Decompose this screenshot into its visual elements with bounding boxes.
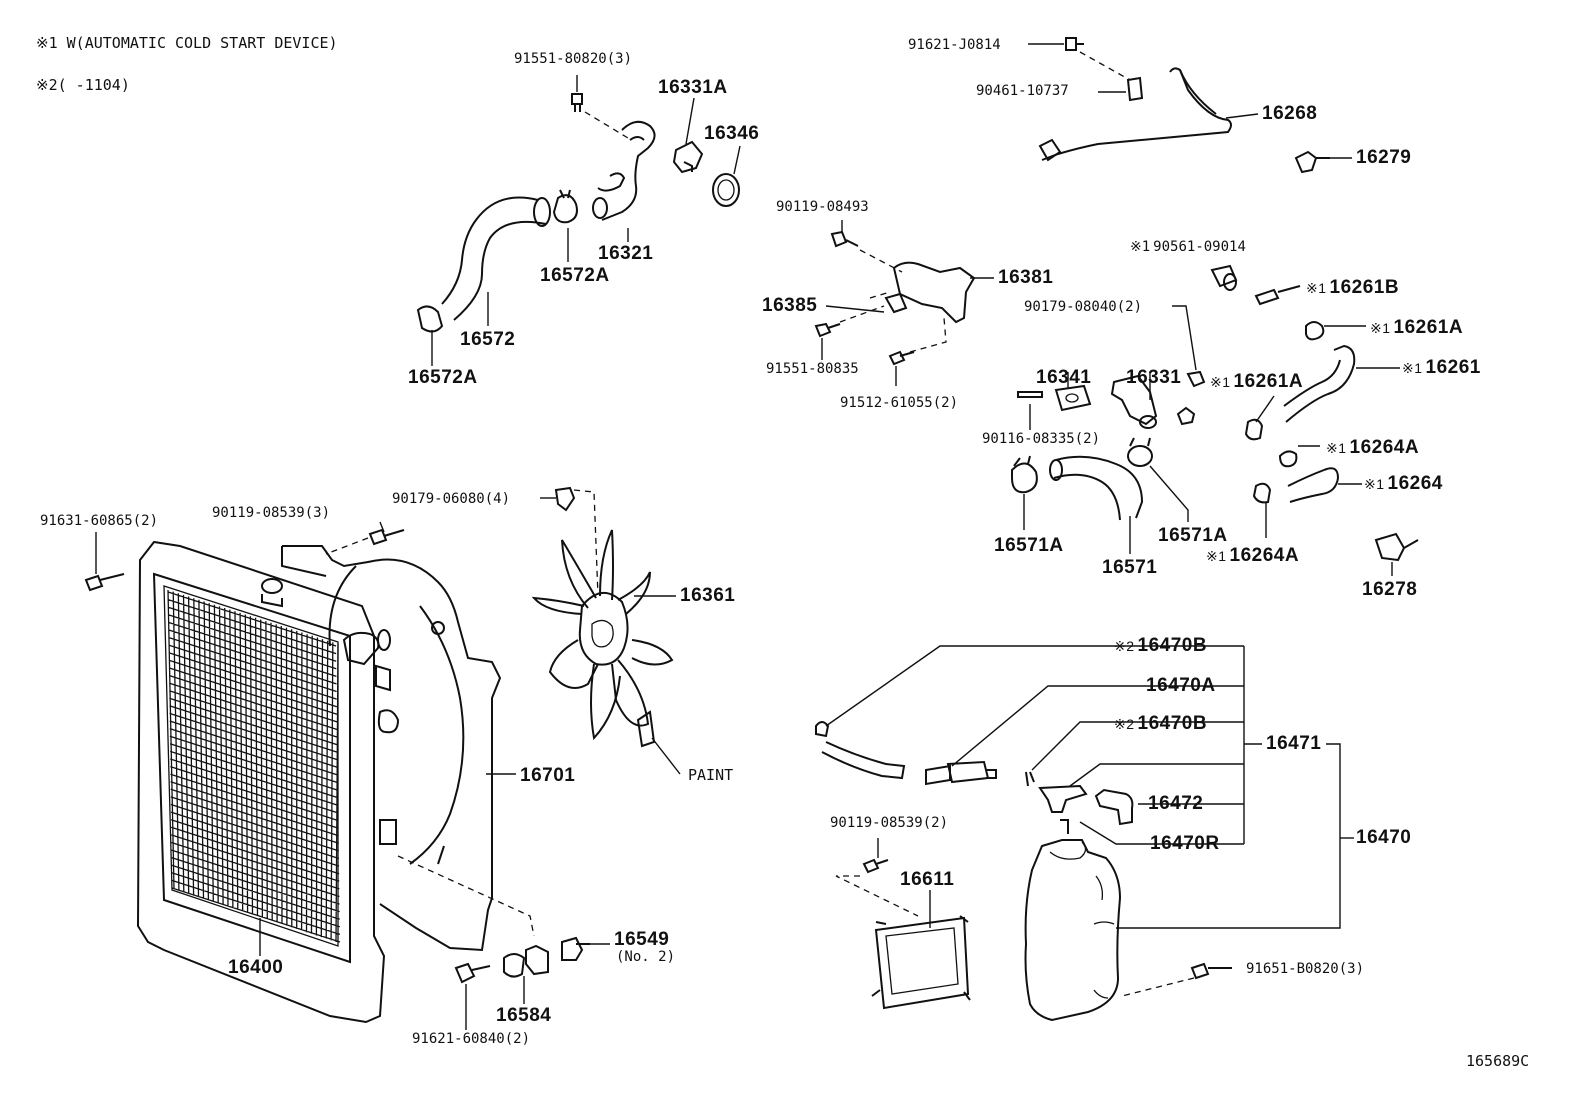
label-90119-08493[interactable]: 90119-08493 (776, 199, 869, 215)
label-16701[interactable]: 16701 (520, 765, 576, 786)
note-automatic-cold-start: ※1 W(AUTOMATIC COLD START DEVICE) (36, 34, 338, 52)
label-16381[interactable]: 16381 (998, 267, 1054, 288)
label-16611[interactable]: 16611 (900, 869, 955, 890)
part-number: 16261B (1329, 277, 1400, 298)
label-16471[interactable]: 16471 (1266, 733, 1322, 754)
label-16472[interactable]: 16472 (1148, 793, 1204, 814)
marker-1: ※1 (1206, 548, 1227, 564)
label-91631-60865[interactable]: 91631-60865(2) (40, 513, 159, 529)
label-16341[interactable]: 16341 (1036, 367, 1092, 388)
label-91551-80820[interactable]: 91551-80820(3) (514, 51, 633, 67)
part-number: 16261A (1393, 317, 1464, 338)
water-bypass-pipe-assembly (1028, 37, 1352, 174)
label-16572A-bottom[interactable]: 16572A (408, 367, 478, 388)
label-16584[interactable]: 16584 (496, 1005, 552, 1026)
radiator-support-plate (835, 838, 971, 1010)
label-90179-06080[interactable]: 90179-06080(4) (392, 491, 511, 507)
label-16400[interactable]: 16400 (228, 957, 284, 978)
part-number: 16264A (1349, 437, 1420, 458)
label-90119-08539-3[interactable]: 90119-08539(3) (212, 505, 331, 521)
label-16268[interactable]: 16268 (1262, 103, 1318, 124)
part-number: 90561-09014 (1153, 239, 1246, 255)
label-16571A-left[interactable]: 16571A (994, 535, 1064, 556)
label-16331[interactable]: 16331 (1126, 367, 1182, 388)
label-16470R[interactable]: 16470R (1150, 833, 1220, 854)
label-90116-08335[interactable]: 90116-08335(2) (982, 431, 1101, 447)
marker-1: ※1 (1370, 320, 1391, 336)
marker-1: ※1 (1402, 360, 1423, 376)
radiator-hose-upper-assembly (416, 75, 741, 366)
cold-start-hose-assembly (1172, 264, 1419, 576)
water-outlet-bracket-assembly (814, 220, 994, 386)
part-number: 16470B (1137, 635, 1208, 656)
part-number: 16264A (1229, 545, 1300, 566)
label-16571A-right[interactable]: 16571A (1158, 525, 1228, 546)
label-91551-80835[interactable]: 91551-80835 (766, 361, 859, 377)
part-number: 16264 (1387, 473, 1443, 494)
label-16572A-top[interactable]: 16572A (540, 265, 610, 286)
diagram-id: 165689C (1466, 1052, 1530, 1070)
label-16571[interactable]: 16571 (1102, 557, 1158, 578)
water-inlet-hose-assembly (1011, 372, 1196, 554)
label-91621-J0814[interactable]: 91621-J0814 (908, 37, 1001, 53)
label-91651-B0820[interactable]: 91651-B0820(3) (1246, 961, 1365, 977)
part-number: 16261 (1425, 357, 1481, 378)
marker-2: ※2 (1114, 638, 1135, 654)
marker-1: ※1 (1130, 239, 1151, 255)
marker-1: ※1 (1210, 374, 1231, 390)
label-90119-08539-2[interactable]: 90119-08539(2) (830, 815, 949, 831)
marker-2: ※2 (1114, 716, 1135, 732)
marker-1: ※1 (1306, 280, 1327, 296)
label-91621-60840[interactable]: 91621-60840(2) (412, 1031, 531, 1047)
label-91512-61055[interactable]: 91512-61055(2) (840, 395, 959, 411)
label-16549-sub: (No. 2) (616, 949, 676, 965)
label-90461-10737[interactable]: 90461-10737 (976, 83, 1069, 99)
label-16470A[interactable]: 16470A (1146, 675, 1216, 696)
radiator-core-fins (167, 589, 341, 943)
label-16549[interactable]: 16549 (614, 929, 670, 950)
cooling-fan (531, 486, 681, 775)
marker-1: ※1 (1364, 476, 1385, 492)
label-16470[interactable]: 16470 (1356, 827, 1412, 848)
part-number: 16470B (1137, 713, 1208, 734)
label-90179-08040[interactable]: 90179-08040(2) (1024, 299, 1143, 315)
radiator-assembly (84, 521, 535, 1024)
part-number: 16261A (1233, 371, 1304, 392)
radiator-reservoir-assembly (815, 645, 1354, 1022)
label-paint: PAINT (688, 766, 734, 784)
label-16321[interactable]: 16321 (598, 243, 654, 264)
label-16331A[interactable]: 16331A (658, 77, 728, 98)
label-16361[interactable]: 16361 (680, 585, 736, 606)
label-16385[interactable]: 16385 (762, 295, 818, 316)
note-date-range: ※2( -1104) (36, 76, 130, 94)
label-16346[interactable]: 16346 (704, 123, 760, 144)
label-16278[interactable]: 16278 (1362, 579, 1418, 600)
marker-1: ※1 (1326, 440, 1347, 456)
label-16572[interactable]: 16572 (460, 329, 516, 350)
drain-cock-assembly (454, 936, 610, 1030)
label-16279[interactable]: 16279 (1356, 147, 1412, 168)
